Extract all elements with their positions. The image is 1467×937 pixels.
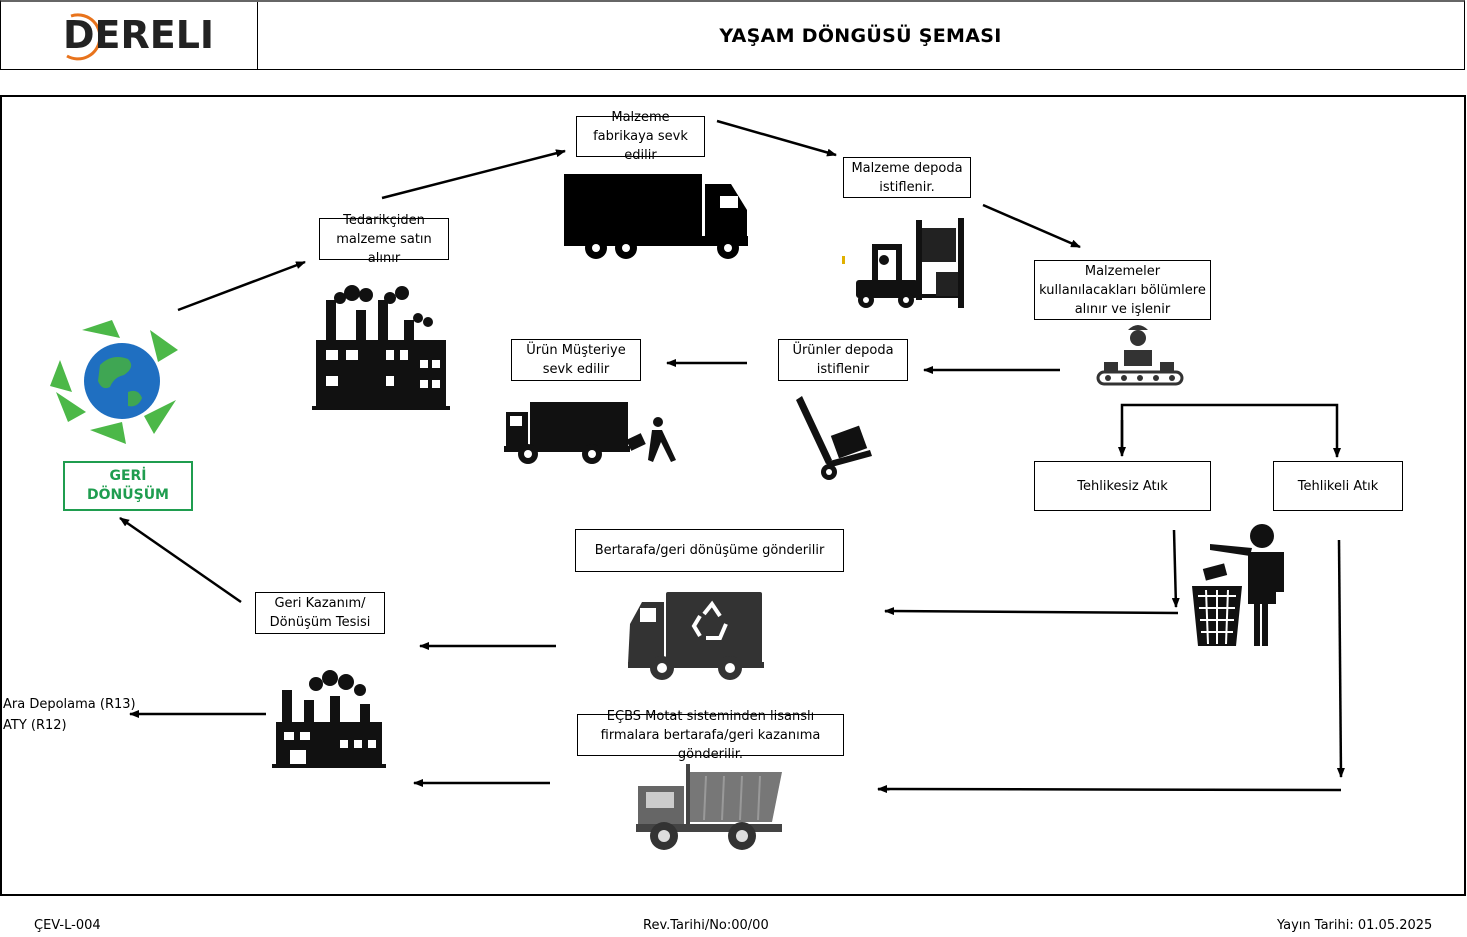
arrow-facility-to-recycling	[119, 516, 242, 604]
arrow-hazard-to-ecbs	[877, 785, 1342, 794]
flow-arrows	[119, 119, 1345, 794]
recycling-truck-icon	[628, 592, 764, 680]
conveyor-worker-icon	[1096, 325, 1184, 386]
page-title: YAŞAM DÖNGÜSÜ ŞEMASI	[719, 25, 1002, 47]
waste-disposal-icon	[1192, 524, 1284, 646]
customer-truck-icon	[504, 402, 676, 464]
hazardous-waste: Tehlikeli Atık	[1273, 461, 1403, 511]
step-disposal: Bertarafa/geri dönüşüme gönderilir	[575, 529, 844, 572]
arrow-hazard-down	[1336, 539, 1345, 778]
diagram-frame	[0, 95, 1466, 896]
arrow-nonhazard-to-disposal	[884, 607, 1179, 616]
storage-r12: ATY (R12)	[3, 718, 67, 733]
arrow-split-line	[1120, 403, 1341, 458]
storage-r13: Ara Depolama (R13)	[3, 697, 136, 712]
step-processing: Malzemeler kullanılacakları bölümlere al…	[1034, 260, 1211, 320]
dereli-logo: DERELI	[63, 13, 214, 61]
step-products-stored: Ürünler depoda istiflenir	[778, 339, 908, 381]
forklift-icon	[842, 218, 964, 308]
step-supplier: Tedarikçiden malzeme satın alınır	[319, 213, 449, 266]
revision-info: Rev.Tarihi/No:00/00	[643, 918, 769, 933]
recovery-factory-icon	[272, 670, 386, 768]
recycle-globe-icon	[50, 320, 178, 444]
step-warehouse: Malzeme depoda istiflenir.	[843, 157, 971, 198]
svg-text:DERELI: DERELI	[63, 13, 214, 57]
step-to-customer: Ürün Müşteriye sevk edilir	[511, 339, 641, 381]
step-recovery-facility: Geri Kazanım/ Dönüşüm Tesisi	[255, 592, 385, 634]
arrow-nonhazard-down	[1171, 529, 1180, 608]
step-to-factory: Malzeme fabrikaya sevk edilir	[576, 110, 705, 163]
arrow-factory-to-warehouse	[716, 119, 837, 157]
storage-labels: Ara Depolama (R13) ATY (R12)	[3, 694, 136, 736]
doc-code: ÇEV-L-004	[34, 918, 101, 933]
hand-truck-icon	[796, 396, 872, 480]
arrow-supplier-to-factory	[381, 149, 566, 200]
arrow-recycle-to-supplier	[177, 260, 306, 312]
non-hazardous-waste: Tehlikesiz Atık	[1034, 461, 1211, 511]
step-ecbs: EÇBS Motat sisteminden lisanslı firmalar…	[577, 709, 844, 762]
arrow-warehouse-to-processing	[982, 203, 1081, 249]
publish-date: Yayın Tarihi: 01.05.2025	[1277, 918, 1433, 933]
recycling-label: GERİ DÖNÜŞÜM	[63, 461, 193, 511]
logo-cell: DERELI	[1, 2, 258, 70]
delivery-truck-icon	[564, 174, 748, 259]
supplier-factory-icon	[312, 285, 450, 410]
document-header: DERELI YAŞAM DÖNGÜSÜ ŞEMASI	[0, 0, 1465, 70]
dump-truck-icon	[636, 764, 782, 850]
